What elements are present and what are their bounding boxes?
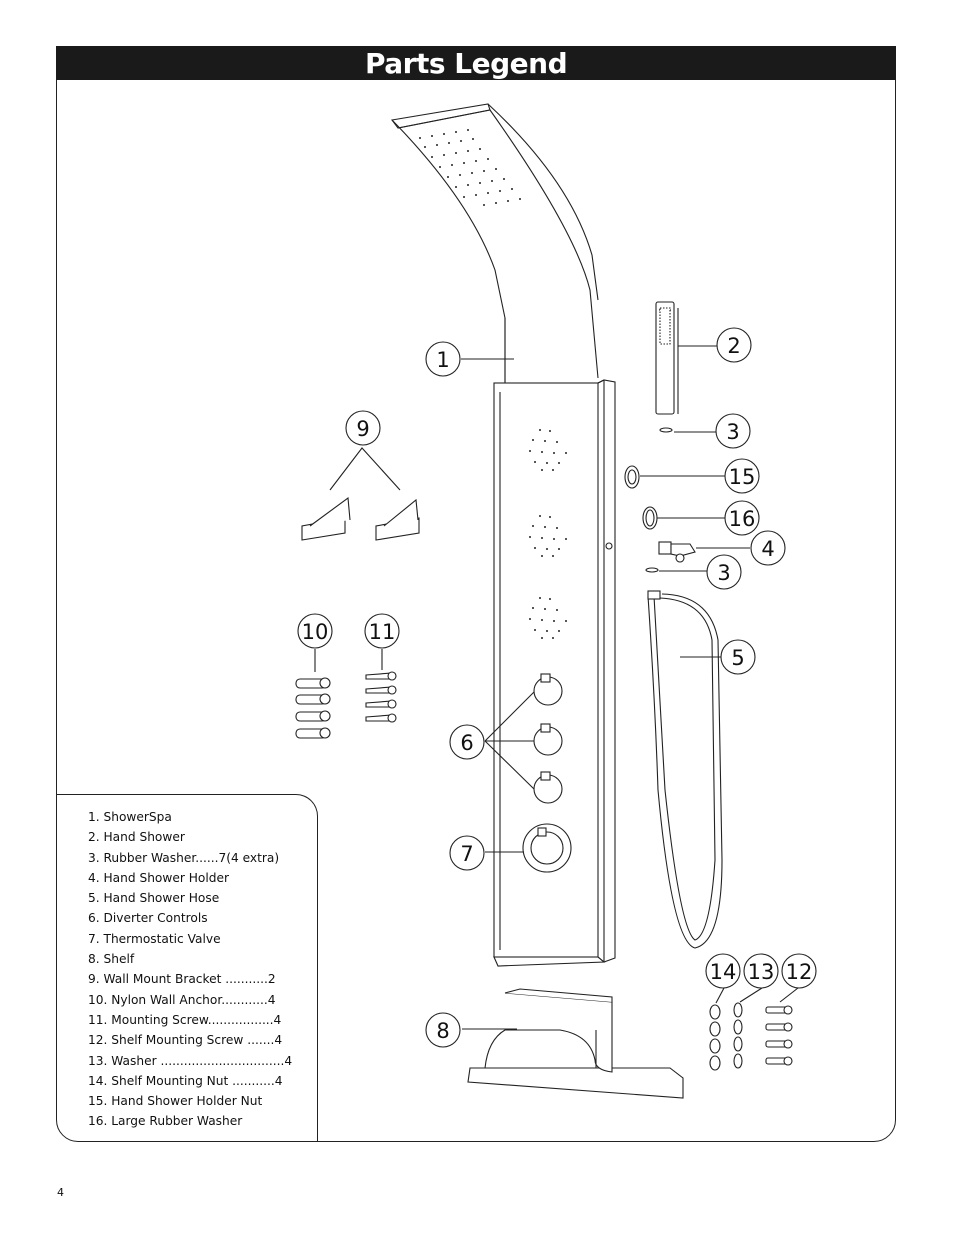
showerhead-nozzles (419, 129, 521, 206)
callout-11: 11 (369, 620, 396, 644)
wall-brackets-drawing (301, 496, 420, 541)
list-item: 8. Shelf (88, 952, 135, 967)
list-item: 11. Mounting Screw.................4 (88, 1012, 282, 1027)
callout-13: 13 (748, 960, 775, 984)
callout-2: 2 (727, 334, 740, 358)
list-item: 5. Hand Shower Hose (88, 891, 220, 906)
page-title: Parts Legend (365, 46, 568, 80)
callout-7: 7 (460, 842, 473, 866)
leader-lines (314, 308, 799, 1030)
list-item: 7. Thermostatic Valve (88, 931, 221, 946)
list-item: 14. Shelf Mounting Nut ...........4 (88, 1073, 283, 1088)
callout-8: 8 (436, 1019, 449, 1043)
rubber-washer-drawing (645, 567, 659, 573)
hose-drawing (653, 595, 716, 941)
thermostatic-valve (522, 823, 572, 873)
list-item: 9. Wall Mount Bracket ...........2 (88, 972, 276, 987)
callout-12: 12 (786, 960, 813, 984)
list-item: 1. ShowerSpa (88, 810, 172, 824)
callout-10: 10 (302, 620, 329, 644)
list-item: 16. Large Rubber Washer (88, 1114, 243, 1129)
diverter-knobs (533, 673, 563, 804)
callout-3-upper: 3 (726, 420, 739, 444)
callout-3-lower: 3 (717, 561, 730, 585)
shelf-screws-drawing (765, 1005, 793, 1066)
callout-4: 4 (761, 537, 774, 561)
callout-6: 6 (460, 731, 473, 755)
parts-legend-box (57, 794, 318, 1142)
shelf-nuts-drawing (709, 1004, 721, 1071)
showerspa-panel (391, 103, 616, 967)
body-jets (529, 429, 567, 639)
list-item: 2. Hand Shower (88, 830, 185, 845)
list-item: 6. Diverter Controls (88, 911, 208, 926)
list-item: 10. Nylon Wall Anchor............4 (88, 992, 276, 1007)
callout-1: 1 (436, 348, 449, 372)
list-item: 12. Shelf Mounting Screw .......4 (88, 1033, 283, 1048)
shelf-washers-drawing (733, 1002, 743, 1069)
list-item: 3. Rubber Washer......7(4 extra) (88, 850, 280, 865)
callout-9: 9 (356, 417, 369, 441)
callout-5: 5 (731, 646, 744, 670)
parts-list: 1. ShowerSpa 2. Hand Shower 3. Rubber Wa… (88, 807, 298, 1132)
list-item: 13. Washer .............................… (88, 1053, 293, 1068)
holder-nut-drawing (624, 465, 640, 489)
list-item: 15. Hand Shower Holder Nut (88, 1094, 263, 1109)
callout-14: 14 (710, 960, 737, 984)
list-item: 4. Hand Shower Holder (88, 870, 229, 885)
title-bar: Parts Legend (56, 46, 896, 80)
hand-shower-holder-drawing (658, 541, 696, 563)
page-number: 4 (57, 1186, 64, 1199)
hand-shower-drawing (655, 301, 675, 433)
screws-drawing (365, 671, 397, 723)
callout-circles (297, 327, 817, 1048)
callout-15: 15 (729, 465, 756, 489)
anchors-drawing (295, 677, 331, 739)
callout-16: 16 (729, 507, 756, 531)
shelf-drawing (467, 988, 684, 1099)
